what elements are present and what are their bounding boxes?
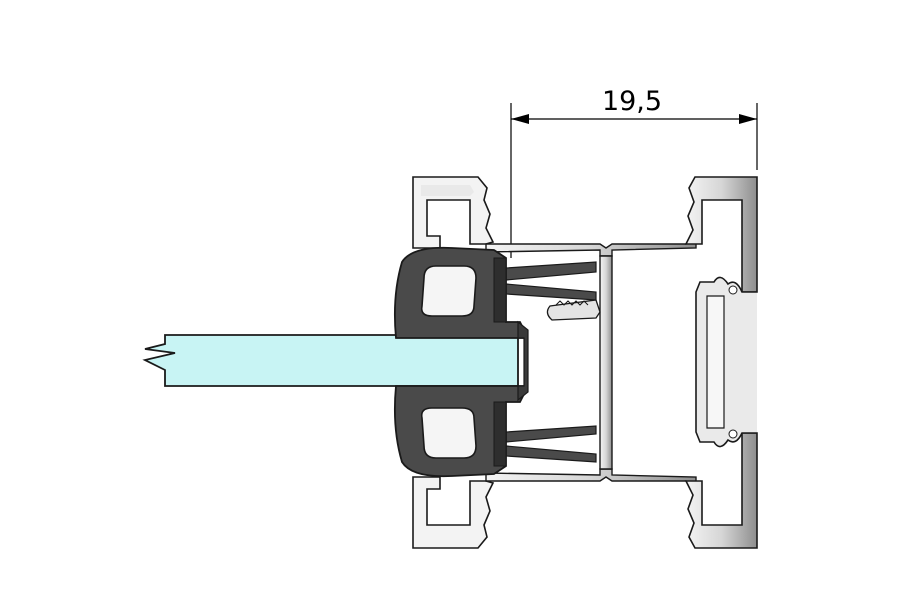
gasket-struts bbox=[505, 261, 597, 463]
profile-body bbox=[485, 234, 697, 491]
dimension-arrow-right bbox=[739, 114, 757, 124]
frame-right-lower-flange bbox=[684, 432, 758, 549]
dimension-label: 19,5 bbox=[602, 86, 662, 117]
glass-edge-clip bbox=[517, 320, 529, 402]
gasket-upper bbox=[393, 246, 525, 339]
profile-inner-channel bbox=[695, 276, 757, 448]
channel-notch-lower bbox=[728, 429, 738, 439]
frame-right-upper-flange bbox=[684, 176, 758, 293]
dimension-arrow-left bbox=[511, 114, 529, 124]
frame-left-upper-flange bbox=[412, 176, 495, 249]
glass-pane bbox=[142, 334, 519, 387]
gasket-lower bbox=[393, 385, 525, 478]
channel-notch-upper bbox=[728, 285, 738, 295]
dimension-annotation: 19,5 bbox=[510, 86, 758, 258]
frame-left-lower-flange bbox=[412, 476, 495, 549]
